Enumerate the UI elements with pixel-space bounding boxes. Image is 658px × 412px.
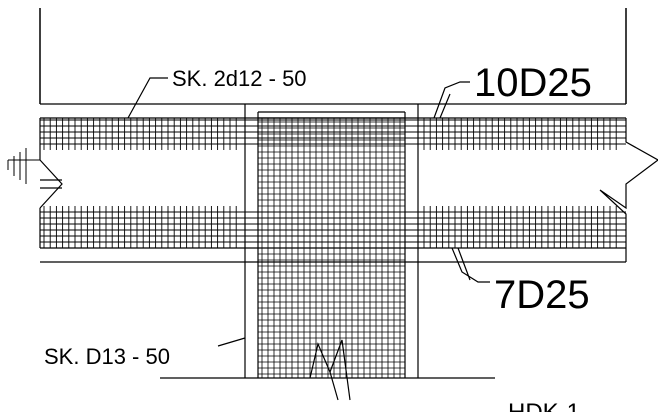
leader-lines	[127, 77, 490, 347]
label-stirrup-column: SK. D13 - 50	[44, 344, 170, 369]
label-detail-ref: HDK-1	[508, 399, 580, 412]
left-tick-marks	[7, 148, 40, 184]
column-lines	[244, 104, 419, 378]
label-top-bars: 10D25	[474, 61, 592, 105]
left-break-lines	[39, 159, 63, 209]
beam-stirrups	[43, 118, 617, 248]
column-edges-upper	[39, 8, 627, 104]
right-break-zigzag	[599, 118, 658, 248]
label-bottom-bars: 7D25	[494, 273, 590, 317]
label-stirrup-top: SK. 2d12 - 50	[172, 66, 307, 91]
top-longitudinal-bars	[40, 119, 626, 145]
bottom-longitudinal-bars	[40, 211, 626, 243]
column-rebar-grid	[258, 118, 405, 378]
column-bottom-break	[160, 339, 495, 401]
